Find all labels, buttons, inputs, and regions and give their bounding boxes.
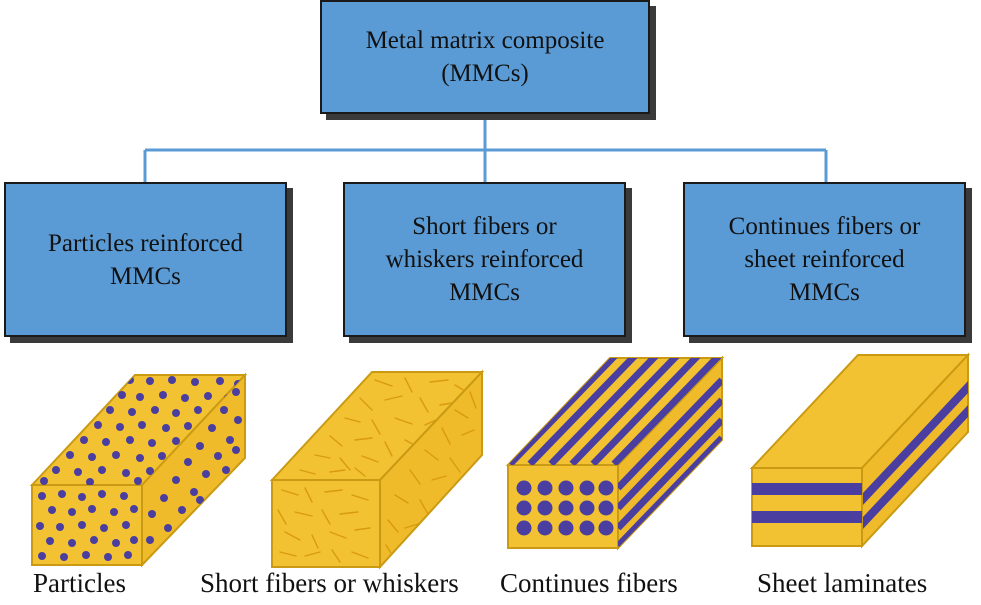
root-node-label: Metal matrix composite (MMCs): [365, 27, 605, 87]
category-node-label: Particles reinforced MMCs: [47, 229, 244, 290]
caption-particles: Particles: [33, 568, 126, 598]
root-node: Metal matrix composite (MMCs): [320, 0, 650, 114]
category-node-label: Continues fibers or sheet reinforced MMC…: [728, 213, 921, 306]
particle-dots: [36, 376, 242, 561]
category-node-continuous-fibers: Continues fibers or sheet reinforced MMC…: [683, 182, 966, 337]
particles-block: [29, 372, 248, 568]
category-node-short-fibers: Short fibers or whiskers reinforced MMCs: [343, 182, 626, 337]
caption-continuous-fibers: Continues fibers: [500, 568, 678, 598]
caption-sheet-laminates: Sheet laminates: [757, 568, 928, 598]
category-node-particles: Particles reinforced MMCs: [4, 182, 287, 337]
sheet-laminates-block: [749, 352, 971, 549]
caption-short-fibers: Short fibers or whiskers: [200, 568, 459, 598]
category-node-label: Short fibers or whiskers reinforced MMCs: [385, 213, 584, 306]
fiber-cross-sections: [516, 480, 614, 536]
short-fibers-block: [269, 369, 485, 570]
continuous-fibers-block: [505, 355, 725, 551]
